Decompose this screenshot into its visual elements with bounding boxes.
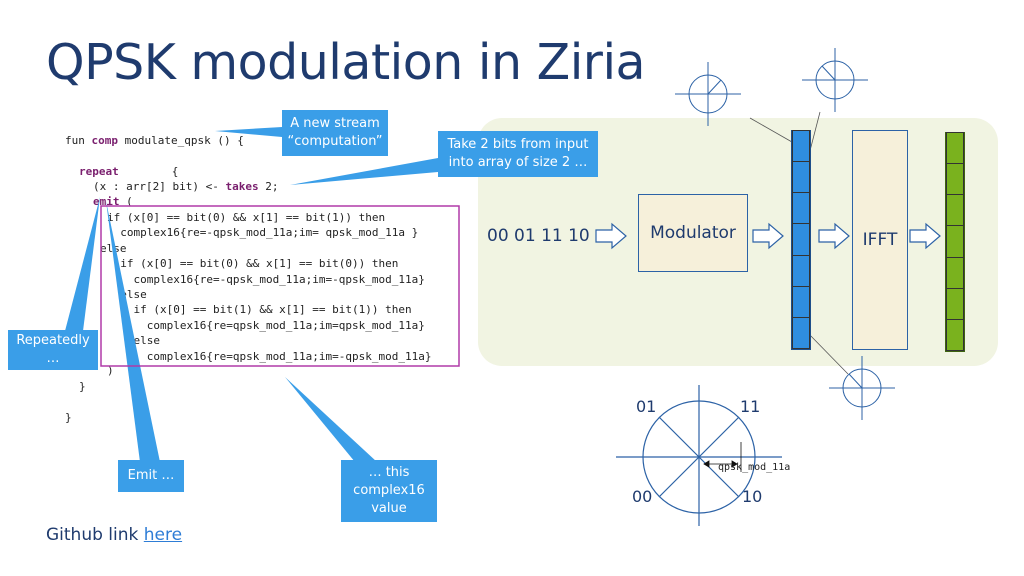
callout-text: “computation”	[287, 134, 383, 149]
constellation-vector-01	[658, 416, 700, 458]
code-keyword-emit: emit	[93, 195, 120, 208]
code-line: else	[107, 333, 432, 348]
arrow-to-ifft	[818, 222, 850, 250]
modulator-box: Modulator	[638, 194, 748, 272]
callout-text: value	[371, 501, 407, 516]
callout-take-bits: Take 2 bits from input into array of siz…	[438, 131, 598, 177]
code-line: complex16{re=qpsk_mod_11a;im=qpsk_mod_11…	[107, 318, 425, 332]
callout-pointer-new-stream	[215, 127, 282, 137]
buffer-cell	[792, 316, 810, 349]
output-cell	[946, 318, 964, 351]
constellation-label-00: 00	[632, 487, 653, 506]
code-keyword-fun: fun	[65, 134, 85, 147]
arrow-to-output	[909, 222, 941, 250]
arrow-to-modulator	[595, 222, 627, 250]
code-close-outer: }	[65, 411, 72, 424]
code-repeat-brace: {	[118, 165, 179, 178]
code-line: complex16{re=qpsk_mod_11a;im=-qpsk_mod_1…	[107, 349, 432, 363]
callout-emit: Emit …	[118, 460, 184, 492]
callout-repeatedly: Repeatedly …	[8, 330, 98, 370]
callout-new-stream: A new stream “computation”	[282, 110, 388, 156]
code-line: if (x[0] == bit(0) && x[1] == bit(1)) th…	[107, 211, 386, 224]
callout-pointer-repeatedly	[65, 197, 100, 331]
ifft-box: IFFT	[852, 130, 908, 350]
code-close-paren: )	[107, 364, 114, 377]
callout-text: A new stream	[290, 116, 380, 131]
constellation-label-10: 10	[742, 487, 763, 506]
callout-text: …	[46, 351, 60, 366]
code-line: if (x[0] == bit(1) && x[1] == bit(1)) th…	[107, 303, 412, 317]
constellation-vector-11	[698, 416, 740, 458]
connector-line	[806, 331, 849, 375]
github-link[interactable]: here	[143, 525, 183, 545]
code-open-paren: (	[93, 180, 100, 193]
output-cell	[946, 163, 964, 196]
connector-line	[749, 117, 800, 147]
buffer-cell	[792, 161, 810, 194]
constellation-label-01: 01	[636, 397, 657, 416]
callout-pointer-emit	[106, 201, 160, 462]
code-keyword-comp: comp	[91, 134, 119, 147]
buffer-cell	[792, 192, 810, 225]
code-line: complex16{re=-qpsk_mod_11a;im=-qpsk_mod_…	[107, 272, 425, 286]
callout-pointer-complex	[285, 377, 377, 462]
callout-text: … this	[368, 465, 410, 480]
callout-pointer-take-bits	[290, 158, 438, 185]
input-bits: 00 01 11 10	[487, 226, 590, 246]
code-decl: x : arr[2] bit) <-	[99, 180, 226, 193]
callout-text: complex16	[353, 483, 425, 498]
callout-text: Take 2 bits from input	[447, 137, 589, 152]
constellation-label-11: 11	[740, 397, 761, 416]
output-cell	[946, 194, 964, 227]
amplitude-label: qpsk_mod_11a	[718, 462, 791, 473]
code-keyword-takes: takes	[225, 180, 259, 193]
callout-text: Repeatedly	[16, 333, 90, 348]
constellation-vector-00	[658, 456, 700, 498]
callout-complex16: … this complex16 value	[341, 460, 437, 522]
code-line-take: (x : arr[2] bit) <- takes 2;	[93, 179, 278, 194]
code-line-repeat: repeat {	[79, 164, 178, 179]
code-line: complex16{re=-qpsk_mod_11a;im= qpsk_mod_…	[107, 226, 419, 240]
symbol-buffer	[791, 130, 811, 350]
output-cell	[946, 132, 964, 165]
buffer-cell	[792, 223, 810, 256]
emit-highlight-box	[100, 205, 460, 367]
code-emit-paren: (	[119, 195, 133, 208]
slide-title: QPSK modulation in Ziria	[46, 34, 646, 91]
code-decl-end: 2;	[258, 180, 279, 193]
code-body: if (x[0] == bit(0) && x[1] == bit(1)) th…	[100, 210, 432, 364]
buffer-cell	[792, 130, 810, 163]
code-line: if (x[0] == bit(0) && x[1] == bit(0)) th…	[107, 257, 399, 271]
github-line: Github link here	[46, 525, 182, 545]
code-line-signature: fun comp modulate_qpsk () {	[65, 133, 244, 148]
code-line-emit: emit (	[93, 194, 133, 209]
output-buffer	[945, 132, 965, 352]
callout-text: into array of size 2 …	[448, 155, 588, 170]
code-close-inner: }	[79, 380, 86, 393]
code-line: else	[107, 288, 147, 302]
arrow-to-buffer	[752, 222, 784, 250]
output-cell	[946, 256, 964, 289]
output-cell	[946, 287, 964, 320]
buffer-cell	[792, 285, 810, 318]
output-cell	[946, 225, 964, 258]
code-signature: modulate_qpsk () {	[118, 134, 244, 147]
buffer-cell	[792, 254, 810, 287]
github-text: Github link	[46, 525, 139, 545]
code-keyword-repeat: repeat	[79, 165, 119, 178]
